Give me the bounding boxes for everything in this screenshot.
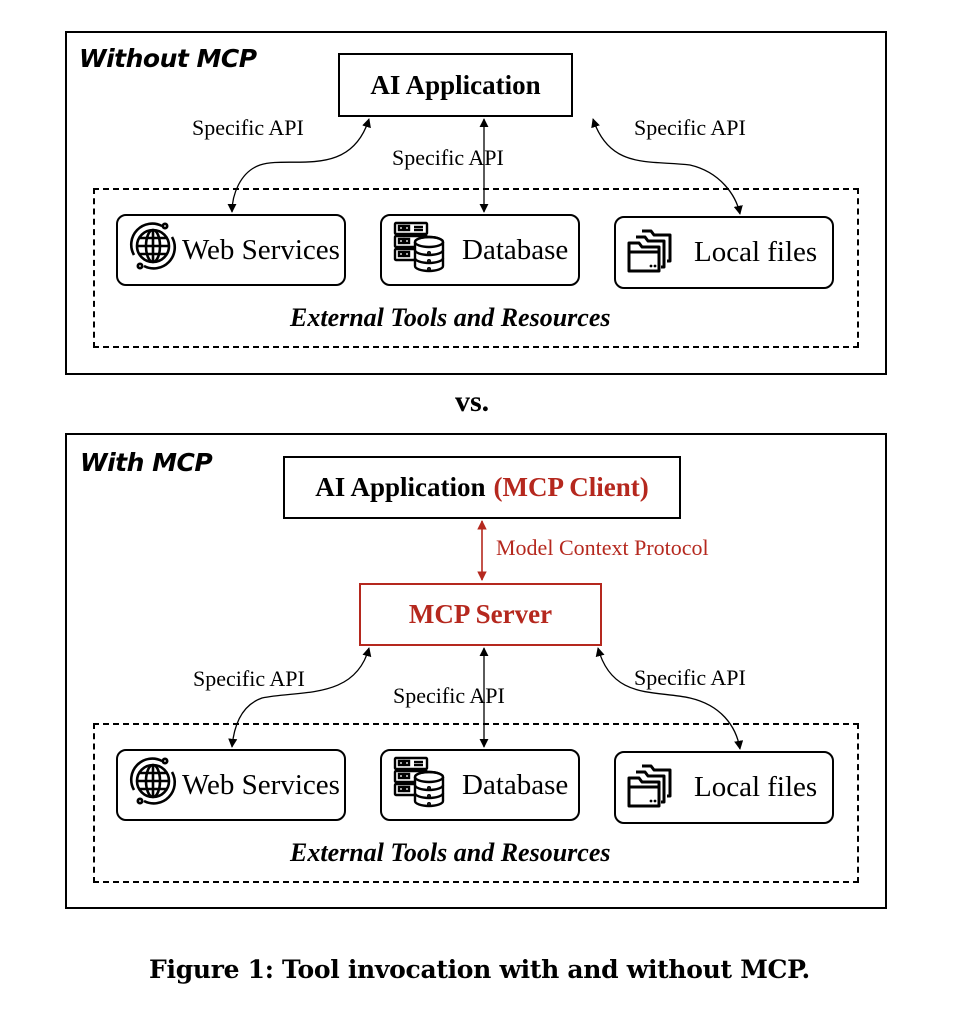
external-tools-label: External Tools and Resources: [290, 838, 611, 867]
local-files-label: Local files: [694, 236, 818, 268]
database-box: Database: [380, 749, 580, 821]
database-label: Database: [462, 233, 569, 266]
external-tools-group: [93, 723, 859, 883]
local-files-box: Local files: [614, 751, 834, 824]
web-services-box: Web Services: [116, 214, 346, 286]
mcp-server-label: MCP Server: [408, 599, 553, 629]
web-services-label: Web Services: [182, 768, 340, 801]
database-label: Database: [462, 768, 569, 801]
folders-icon: [624, 221, 680, 285]
web-services-label: Web Services: [182, 233, 340, 266]
vs-separator: vs.: [455, 385, 490, 418]
without-mcp-title: Without MCP: [79, 44, 257, 73]
mcp-server-box: MCP Server: [359, 583, 602, 646]
local-files-label: Local files: [694, 771, 818, 803]
mcp-client-label: (MCP Client): [493, 472, 649, 502]
external-tools-group: [93, 188, 859, 348]
ai-application-label: AI Application: [370, 69, 541, 100]
database-server-icon: [390, 752, 448, 818]
globe-icon: [124, 217, 182, 283]
specific-api-label-right: Specific API: [634, 665, 746, 690]
ai-application-label: AI Application: [315, 472, 486, 502]
specific-api-label-center: Specific API: [393, 683, 505, 708]
web-services-box: Web Services: [116, 749, 346, 821]
model-context-protocol-label: Model Context Protocol: [496, 535, 709, 560]
database-box: Database: [380, 214, 580, 286]
specific-api-label-left: Specific API: [192, 115, 304, 140]
specific-api-label-right: Specific API: [634, 115, 746, 140]
ai-application-box: AI Application: [338, 53, 573, 117]
folders-icon: [624, 756, 680, 820]
specific-api-label-left: Specific API: [193, 666, 305, 691]
figure-caption: Figure 1: Tool invocation with and witho…: [149, 955, 810, 984]
database-server-icon: [390, 217, 448, 283]
globe-icon: [124, 752, 182, 818]
local-files-box: Local files: [614, 216, 834, 289]
specific-api-label-center: Specific API: [392, 145, 504, 170]
mcp-client-box: AI Application (MCP Client): [283, 456, 681, 519]
external-tools-label: External Tools and Resources: [290, 303, 611, 332]
with-mcp-title: With MCP: [80, 448, 213, 477]
